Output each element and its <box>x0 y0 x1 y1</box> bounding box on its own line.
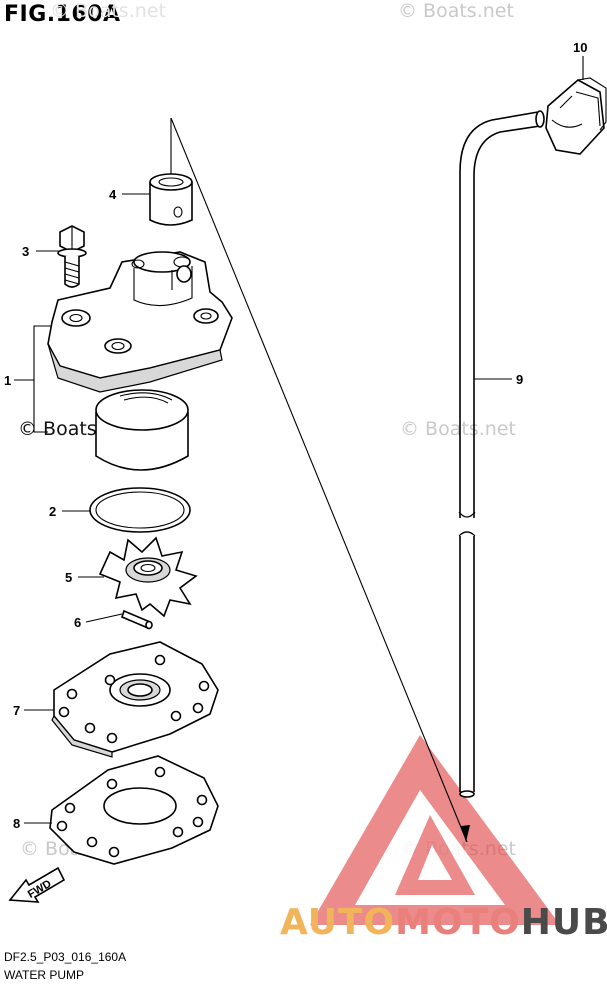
diagram-name: WATER PUMP <box>4 968 84 982</box>
pump-liner <box>95 389 189 471</box>
leader-lines <box>14 56 584 824</box>
callout-9: 9 <box>516 372 523 387</box>
part-9-water-hose <box>458 110 545 798</box>
brand-logo-text: AUTOMOTOHUB <box>280 902 607 943</box>
callout-3: 3 <box>22 244 29 259</box>
fwd-label: FWD <box>26 878 54 901</box>
callout-5: 5 <box>65 570 72 585</box>
watermark-middle-right: © Boats.net <box>400 418 516 440</box>
watermark-top-right: © Boats.net <box>398 0 514 22</box>
brand-part-1: AUTO <box>280 902 396 943</box>
brand-part-3: HUB <box>520 902 607 943</box>
part-5-impeller <box>98 536 198 618</box>
part-4-collar <box>149 173 193 226</box>
callout-4: 4 <box>109 187 117 202</box>
callout-6: 6 <box>74 615 81 630</box>
fwd-arrow-icon: FWD <box>8 866 66 903</box>
brand-part-2: MOTO <box>395 902 521 943</box>
callout-1: 1 <box>4 373 11 388</box>
figure-title: FIG.160A <box>4 2 121 27</box>
part-7-plate <box>51 641 219 758</box>
callout-2: 2 <box>49 504 56 519</box>
callout-7: 7 <box>13 703 20 718</box>
part-6-pin <box>121 609 153 630</box>
watermark-top-left: © Boats.net <box>50 0 166 22</box>
part-1-pump-case <box>47 251 233 393</box>
diagram-code: DF2.5_P03_016_160A <box>4 950 127 964</box>
part-3-bolt <box>57 225 87 288</box>
part-10-grommet <box>545 77 607 155</box>
reference-arrowhead <box>461 825 470 842</box>
part-8-gasket <box>49 755 219 865</box>
reference-line <box>170 117 468 843</box>
callout-10: 10 <box>573 40 587 55</box>
part-2-o-ring <box>89 487 191 533</box>
callout-8: 8 <box>13 816 20 831</box>
brand-logo-triangle <box>310 735 560 925</box>
